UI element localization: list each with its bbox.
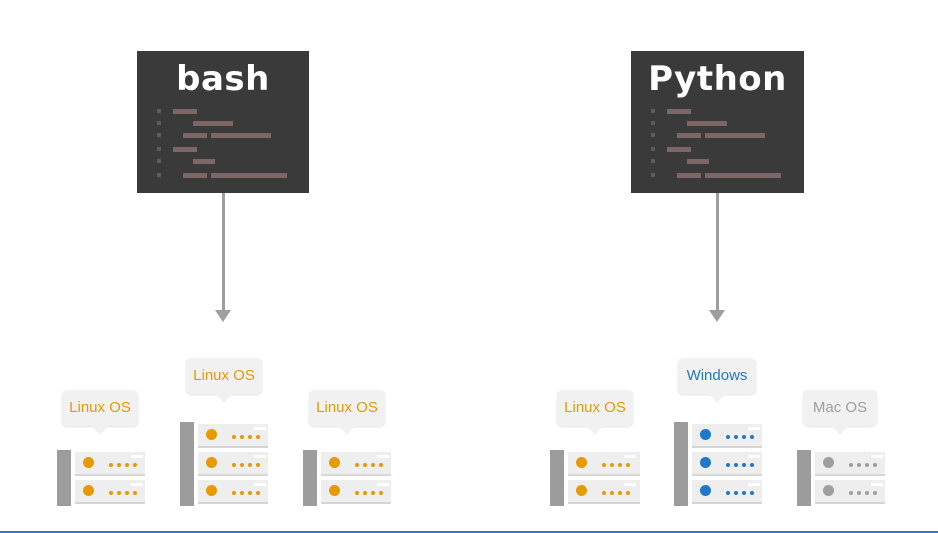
bash-title: bash: [176, 59, 270, 99]
bash-code-box: bash: [137, 51, 309, 193]
server-windows: [674, 422, 762, 506]
bash-arrow-head: [215, 310, 231, 322]
server-linux: [180, 422, 268, 506]
os-label: Windows: [678, 358, 756, 403]
server-mac: [797, 450, 885, 506]
python-arrow-shaft: [716, 193, 719, 310]
os-label: Linux OS: [62, 390, 138, 435]
server-linux: [550, 450, 640, 506]
python-code-box: Python: [631, 51, 804, 193]
bash-arrow-shaft: [222, 193, 225, 310]
os-label: Mac OS: [803, 390, 877, 435]
os-label: Linux OS: [186, 358, 262, 403]
python-arrow-head: [709, 310, 725, 322]
os-label: Linux OS: [309, 390, 385, 435]
python-title: Python: [648, 59, 787, 99]
bottom-rule: [0, 531, 938, 533]
server-linux: [303, 450, 391, 506]
os-label: Linux OS: [557, 390, 633, 435]
server-linux: [57, 450, 145, 506]
